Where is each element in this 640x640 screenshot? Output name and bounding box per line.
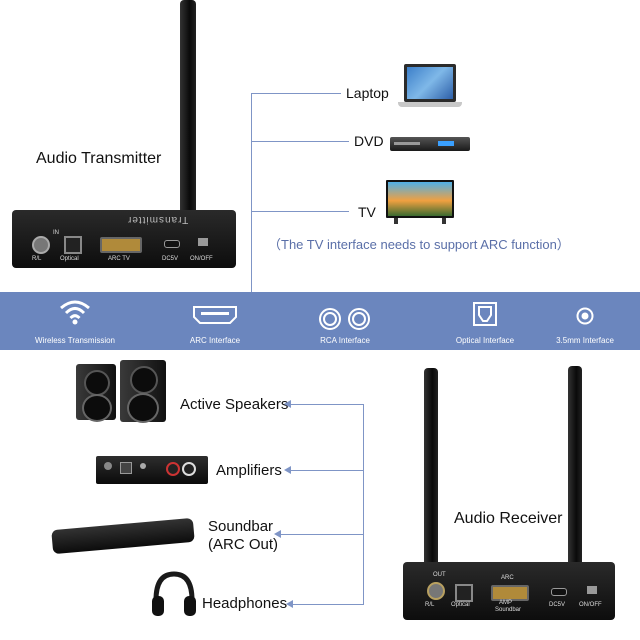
port-label-arc-tv: ARC TV [108,256,130,262]
output-connector-speakers [290,404,364,405]
interface-label-aux: 3.5mm Interface [556,336,614,345]
transmitter-brand: Transmitter [127,214,189,225]
source-connector-dvd [251,141,349,142]
port-label-dc5v: DC5V [162,256,179,262]
receiver-port-rl: R/L [425,602,435,608]
receiver-antenna-right [568,366,582,566]
receiver-port-amp: AMP [499,600,513,606]
output-connector-soundbar [280,534,364,535]
arrow-soundbar [274,530,281,538]
power-switch [198,238,208,246]
headphones-icon [152,571,196,616]
output-label-headphones: Headphones [202,595,288,612]
laptop-icon [398,64,462,110]
interface-optical: Optical Interface [440,292,530,350]
aux-jack-icon [576,307,594,325]
tv-icon [386,180,454,224]
optical-port [64,236,82,254]
receiver-port-optical: Optical [451,602,470,608]
speakers-icon [76,360,172,423]
amplifier-icon [96,456,208,484]
transmitter-device: Transmitter IN R/L Optical ARC TV DC5V O… [12,210,236,268]
usb-c-port [164,240,180,248]
source-connector-laptop [251,93,341,94]
interface-aux: 3.5mm Interface [540,292,630,350]
output-label-speakers: Active Speakers [180,396,289,413]
interface-label-optical: Optical Interface [455,336,515,345]
output-connector-amplifiers [290,470,364,471]
port-label-in: IN [53,230,59,236]
port-label-optical: Optical [60,256,79,262]
output-connector-headphones [292,604,364,605]
optical-icon [473,302,497,326]
output-label-soundbar-2: (ARC Out) [208,536,279,553]
receiver-port-dc5v: DC5V [549,602,566,608]
soundbar-icon [51,517,195,555]
receiver-antenna-left [424,368,438,568]
receiver-port-out: OUT [433,572,446,578]
receiver-title: Audio Receiver [454,510,563,527]
receiver-port-onoff: ON/OFF [579,602,602,608]
receiver-port-arc: ARC [501,575,514,581]
transmitter-title: Audio Transmitter [36,150,162,167]
interface-label-rca: RCA Interface [320,336,370,345]
interface-label-wireless: Wireless Transmission [34,336,116,345]
arc-note: （The TV interface needs to support ARC f… [268,237,570,252]
wifi-icon [60,300,90,325]
transmitter-antenna [180,0,196,215]
rca-icon [319,308,370,330]
interface-band: Wireless Transmission ARC Interface RCA … [0,292,640,350]
interface-arc: ARC Interface [170,292,260,350]
output-connector-vertical [363,404,364,604]
receiver-power-switch [587,586,597,594]
source-label-dvd: DVD [354,133,384,149]
receiver-optical-port [455,584,473,602]
receiver-port-soundbar: Soundbar [495,607,522,613]
output-label-amplifiers: Amplifiers [216,462,282,479]
source-connector-vertical [251,93,252,293]
hdmi-icon [193,306,237,324]
receiver-aux-port [427,582,445,600]
arrow-headphones [286,600,293,608]
receiver-hdmi-port [491,585,529,601]
source-connector-tv [251,211,349,212]
port-label-rl: R/L [32,256,42,262]
output-label-soundbar-1: Soundbar [208,518,274,535]
aux-port [32,236,50,254]
receiver-device: OUT R/L Optical ARC AMP Soundbar DC5V ON… [403,562,615,620]
interface-wireless: Wireless Transmission [20,292,130,350]
interface-label-arc: ARC Interface [189,336,241,345]
arrow-amplifiers [284,466,291,474]
hdmi-port [100,237,142,253]
interface-rca: RCA Interface [300,292,390,350]
arrow-speakers [284,400,291,408]
dvd-player-icon [390,137,470,151]
port-label-onoff: ON/OFF [190,256,213,262]
source-label-tv: TV [358,204,376,220]
source-label-laptop: Laptop [346,85,389,101]
receiver-usb-c-port [551,588,567,596]
